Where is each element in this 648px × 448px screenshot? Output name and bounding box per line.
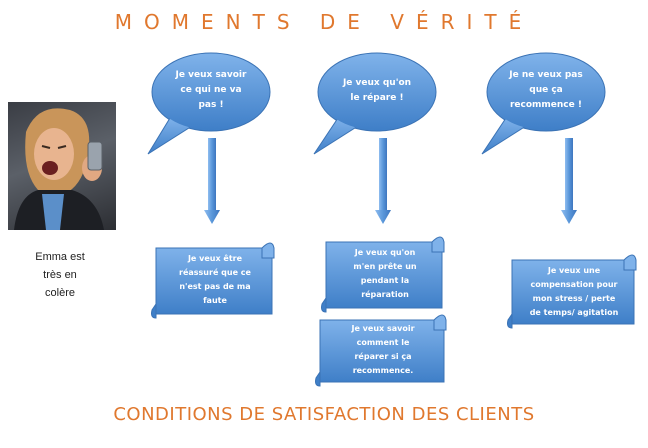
speech-bubble-2 [313, 52, 437, 155]
scroll-3 [315, 314, 447, 387]
scroll-2 [321, 236, 445, 313]
down-arrow-1 [204, 138, 220, 224]
scroll-4 [507, 254, 637, 329]
diagram-title: MOMENTS DE VÉRITÉ [114, 10, 534, 34]
diagram-footer: CONDITIONS DE SATISFACTION DES CLIENTS [113, 404, 535, 425]
down-arrow-2 [375, 138, 391, 224]
speech-bubble-1 [147, 52, 271, 155]
angry-woman-photo [8, 102, 116, 230]
speech-bubble-3 [481, 52, 606, 155]
down-arrow-3 [561, 138, 577, 224]
person-caption: Emma est très en colère [35, 251, 85, 299]
scroll-1 [151, 242, 275, 319]
person-illustration [14, 108, 104, 230]
